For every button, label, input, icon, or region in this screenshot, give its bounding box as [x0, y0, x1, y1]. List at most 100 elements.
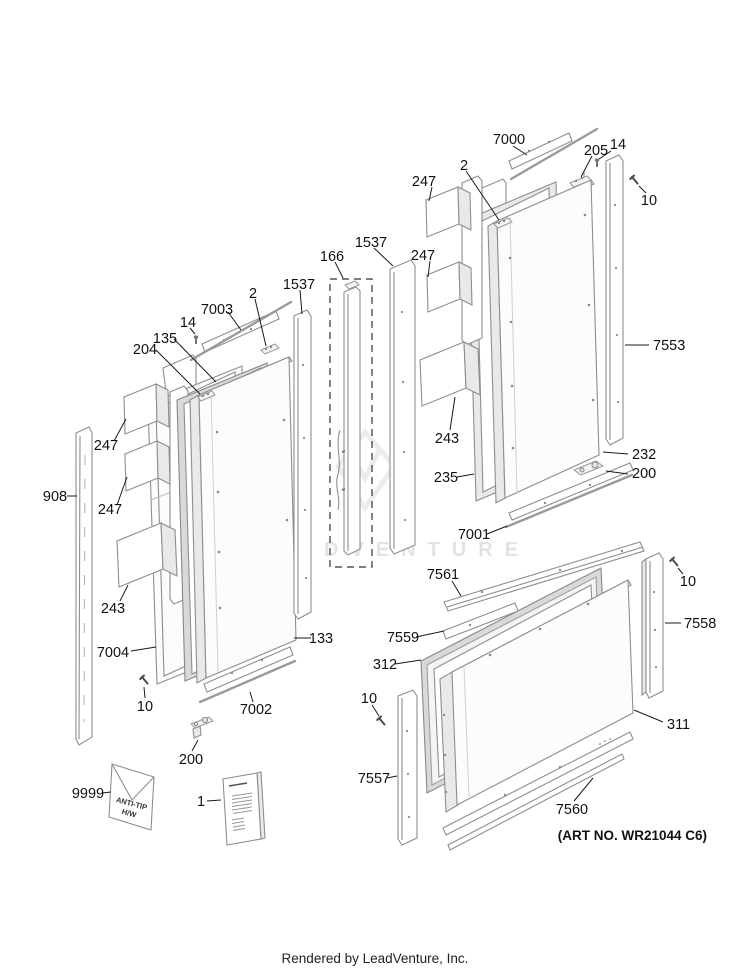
part-1-manual-booklet [222, 771, 266, 846]
part-10-screw-left [139, 674, 149, 685]
leader-1 [206, 799, 222, 802]
leader-1537-right [373, 247, 394, 267]
leader-247-right-2 [427, 260, 431, 278]
callout-7002: 7002 [240, 702, 272, 718]
leader-200-right [605, 470, 629, 475]
leader-2-left [254, 298, 267, 347]
art-number: (ART NO. WR21044 C6) [558, 828, 707, 843]
dashed-boundary-box [329, 278, 373, 568]
part-7001-bottom-trim [504, 462, 634, 529]
leader-7002 [249, 691, 254, 703]
leader-232 [602, 451, 629, 455]
leader-10-right [638, 185, 647, 194]
part-14-screw-right [593, 157, 601, 168]
bottom-grille-assembly [376, 541, 679, 851]
right-door-assembly [419, 127, 634, 529]
callout-205: 205 [584, 143, 608, 159]
callout-7000: 7000 [493, 132, 525, 148]
part-7557-side-bar [397, 689, 418, 846]
callout-14-right: 14 [610, 137, 626, 153]
callout-2-right: 2 [460, 158, 468, 174]
callout-200-right: 200 [632, 466, 656, 482]
leader-312 [394, 659, 422, 665]
leader-7003 [227, 311, 242, 331]
callout-10-left: 10 [137, 699, 153, 715]
leader-200-left [191, 739, 199, 752]
callout-7557: 7557 [358, 771, 390, 787]
rendered-by-caption: Rendered by LeadVenture, Inc. [282, 951, 469, 966]
screw-hole-dots [508, 213, 595, 450]
part-205-hinge [569, 171, 592, 188]
right-door-front-panel [487, 179, 600, 504]
part-7002-bottom-trim [198, 646, 297, 704]
leader-10-left [143, 686, 146, 699]
watermark-text: LEADVENTURE [248, 539, 530, 561]
callout-235: 235 [434, 470, 458, 486]
leader-135 [173, 338, 217, 383]
callout-204: 204 [133, 342, 157, 358]
callout-247-right-2: 247 [411, 248, 435, 264]
callout-7561: 7561 [427, 567, 459, 583]
leader-7560 [573, 777, 594, 802]
part-10-screw-right-side [629, 174, 639, 185]
callout-312: 312 [373, 657, 397, 673]
mullion-wire [336, 429, 341, 511]
part-2-hinge-left [260, 343, 280, 355]
leader-7000 [512, 145, 528, 156]
callout-7553: 7553 [653, 338, 685, 354]
callout-7003: 7003 [201, 302, 233, 318]
part-166-mullion-assembly [329, 278, 373, 568]
leader-9999 [101, 791, 112, 794]
callout-1537-left: 1537 [283, 277, 315, 293]
part-7560-bottom-bars [442, 731, 634, 851]
callout-247-left-2: 247 [98, 502, 122, 518]
callout-1: 1 [197, 794, 205, 810]
leader-247-right-1 [428, 186, 433, 202]
callout-232: 232 [632, 447, 656, 463]
part-7000-top-trim [508, 127, 599, 181]
callout-leader-lines [67, 145, 684, 802]
part-14-screw-left [192, 334, 200, 345]
leader-10-bottom-left [371, 704, 380, 717]
part-1537-trim-right [389, 259, 416, 555]
callout-10-bottom-left: 10 [361, 691, 377, 707]
leader-243-right [449, 396, 456, 431]
envelope-label-line2: H/W [121, 807, 138, 820]
left-door-bottom-parts: ANTI-TIP H/W [108, 646, 297, 846]
part-243-bin-right [419, 341, 481, 407]
callout-908: 908 [43, 489, 67, 505]
callout-7558: 7558 [684, 616, 716, 632]
leader-166 [334, 261, 344, 279]
callout-7004: 7004 [97, 645, 129, 661]
part-7561-top-bar [443, 541, 645, 612]
callout-7001: 7001 [458, 527, 490, 543]
callout-7559: 7559 [387, 630, 419, 646]
leader-7561 [451, 580, 462, 597]
leader-2-right [465, 170, 500, 221]
part-9999-anti-tip-envelope: ANTI-TIP H/W [108, 763, 155, 831]
leader-204 [155, 349, 201, 395]
leader-247-left-2 [116, 476, 128, 506]
callout-135: 135 [153, 331, 177, 347]
leader-247-left-1 [113, 418, 127, 442]
leader-243-left [119, 584, 129, 602]
callout-133: 133 [309, 631, 333, 647]
callout-243-right: 243 [435, 431, 459, 447]
part-10-screw-bottom-right [669, 556, 679, 567]
part-2-hinge-right [493, 217, 513, 229]
leader-7004 [130, 646, 157, 652]
screw-hole-dots [215, 418, 289, 610]
left-door-assembly [116, 300, 297, 685]
part-1537-trim-left [293, 309, 312, 620]
leader-1537-left [299, 289, 303, 315]
leader-7557 [386, 775, 398, 779]
leader-14-right [598, 150, 612, 160]
callout-200-left: 200 [179, 752, 203, 768]
callout-10-right: 10 [641, 193, 657, 209]
booklet-text-lines [231, 792, 253, 831]
callout-243-left: 243 [101, 601, 125, 617]
part-908-side-trim [75, 426, 93, 746]
leader-7001 [486, 525, 508, 535]
